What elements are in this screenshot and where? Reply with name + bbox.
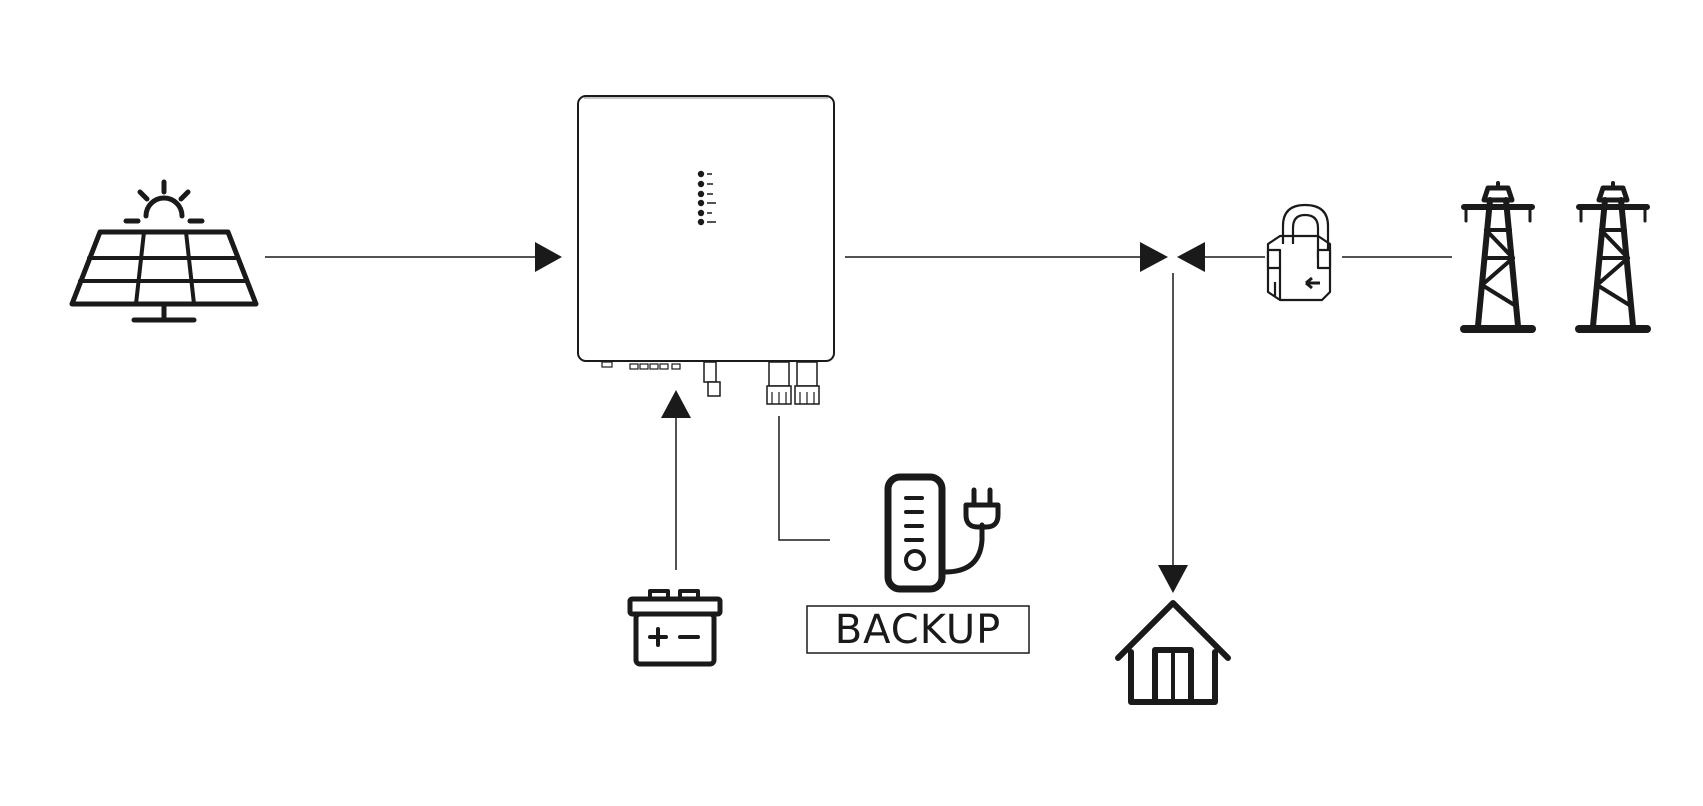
inverter-to-grid-arrow [845,242,1168,272]
inverter-ports [601,361,820,405]
inverter-icon [577,95,835,405]
current-transformer-icon [1266,203,1332,302]
battery-icon [627,589,723,667]
backup-label-box: BACKUP [806,605,1030,654]
inverter-to-backup-line [778,416,830,541]
status-leds [697,170,716,226]
junction-to-house-arrow [1158,273,1188,593]
backup-load-icon [884,473,1001,593]
battery-to-inverter-arrow [661,390,691,570]
grid-tower-icon [1460,181,1651,333]
backup-label: BACKUP [835,607,1002,653]
solar-to-inverter-arrow [265,242,562,272]
grid-tower-right [1575,181,1651,333]
grid-tower-left [1460,181,1536,333]
solar-panel-icon [69,179,259,323]
house-icon [1115,600,1231,705]
grid-to-junction-arrow [1177,242,1452,272]
